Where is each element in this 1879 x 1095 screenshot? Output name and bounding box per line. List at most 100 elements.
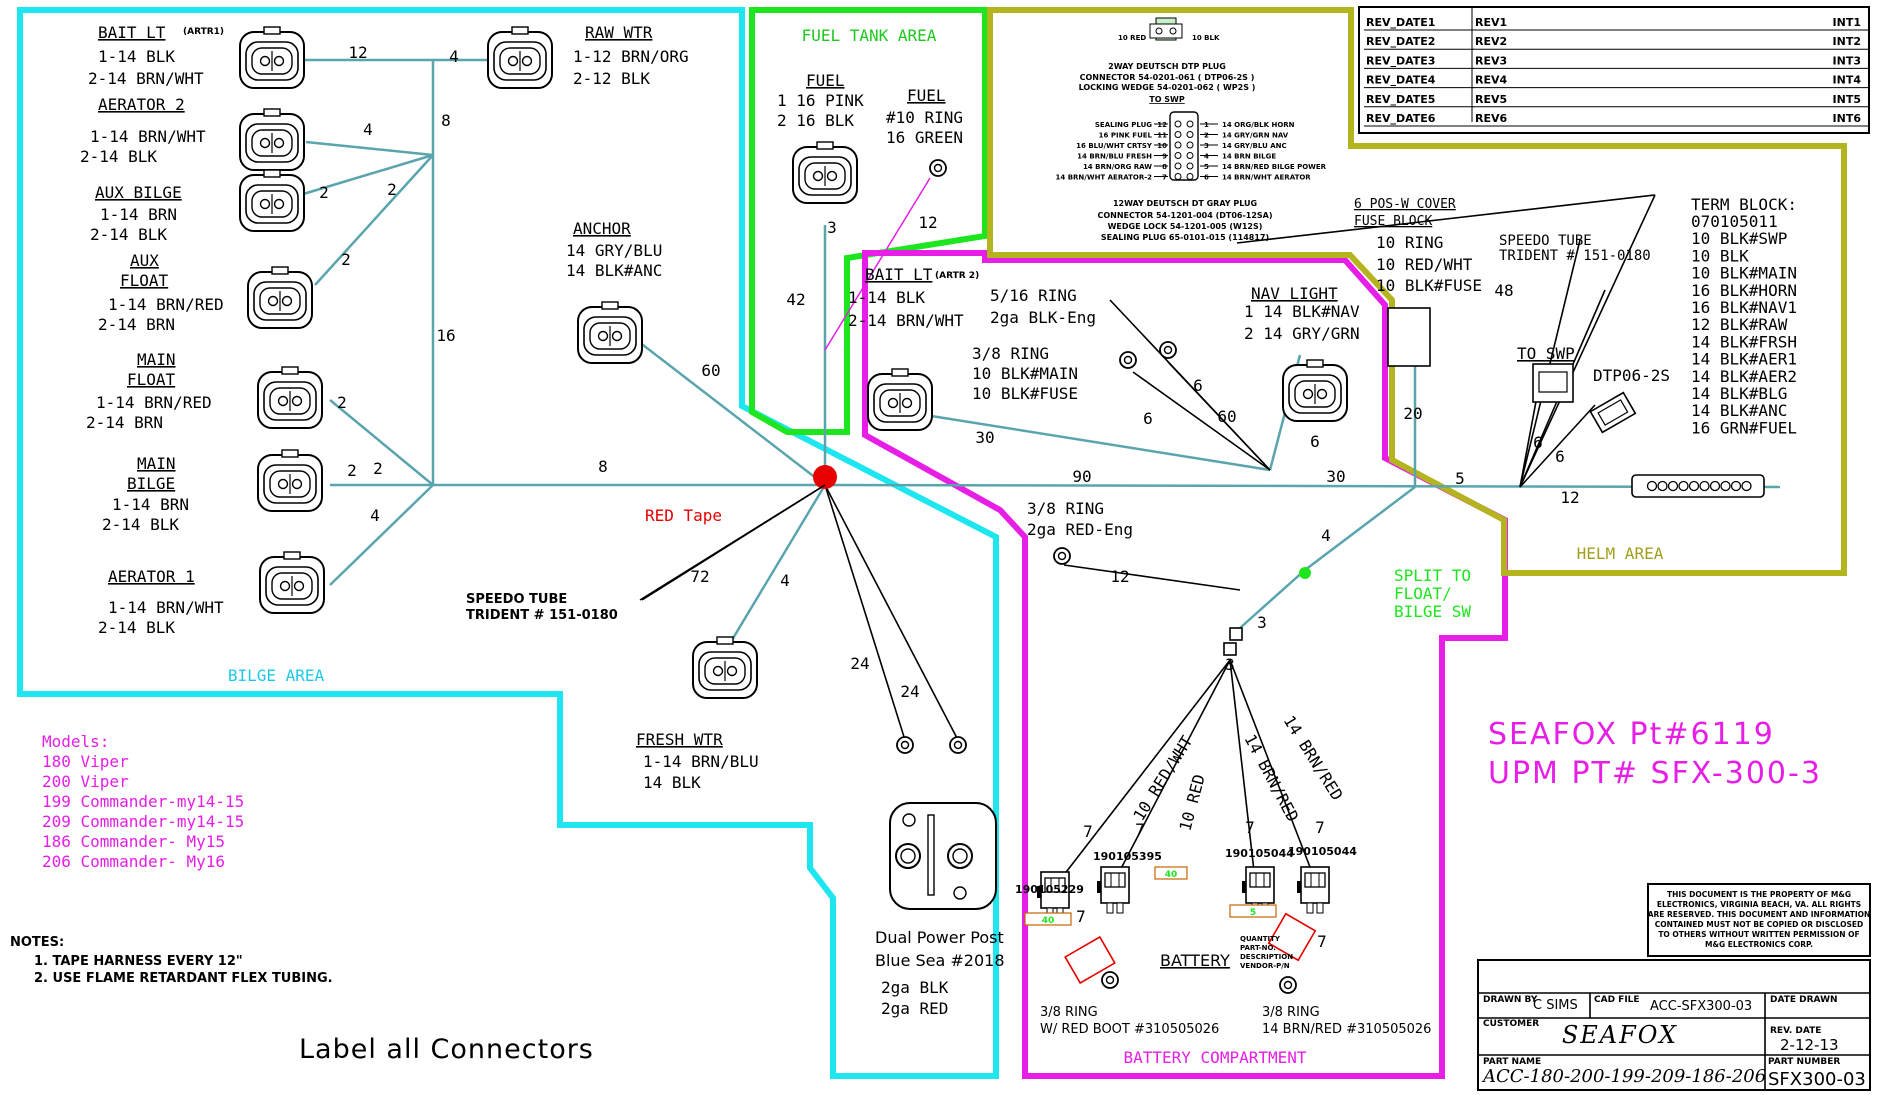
- wire-length: 7: [1076, 907, 1086, 926]
- wire-length: 8: [441, 111, 451, 130]
- fuel-pink-wire: [824, 177, 931, 351]
- dtp-pin-num: 11: [1157, 132, 1167, 140]
- term-block-line: 14 BLK#FRSH: [1691, 332, 1797, 351]
- wire-length: 2: [347, 461, 357, 480]
- speedo-label: SPEEDO TUBE: [466, 592, 567, 607]
- term-block-line: 16 GRN#FUEL: [1691, 418, 1797, 437]
- dtp-pin-num: 12: [1157, 121, 1167, 129]
- term-block-line: 070105011: [1691, 212, 1778, 231]
- dtp-pin-num: 10: [1157, 142, 1167, 150]
- tb-label: CUSTOMER: [1483, 1019, 1539, 1029]
- pin-label: 2-14 BLK: [98, 618, 175, 637]
- wire-length: 3: [1225, 655, 1235, 674]
- rev-initials: INT1: [1833, 16, 1861, 29]
- connector-aerator-2: [239, 108, 305, 171]
- note-item: 2. USE FLAME RETARDANT FLEX TUBING.: [34, 971, 333, 986]
- fuse-amp: 5: [1250, 908, 1256, 918]
- power-post-wire: 2ga BLK: [881, 978, 949, 997]
- pin-label: 2 16 BLK: [777, 111, 854, 130]
- tb-part-name: ACC-180-200-199-209-186-206: [1481, 1066, 1766, 1087]
- ring-38-red-eng: [1053, 547, 1071, 565]
- split-junction: [1229, 627, 1243, 641]
- connector-name: FLOAT: [120, 271, 169, 290]
- wire-length: 4: [1321, 526, 1331, 545]
- bait-area-outline: [862, 250, 1508, 1079]
- connector-name: ANCHOR: [573, 219, 631, 238]
- pin-label: 1 14 BLK#NAV: [1244, 302, 1360, 321]
- split-label: SPLIT TO: [1394, 566, 1471, 585]
- dtp-spec-line: TO SWP: [1149, 95, 1185, 104]
- tb-label: PART NUMBER: [1768, 1057, 1840, 1067]
- fuse-legend: PART-NO.: [1240, 944, 1276, 952]
- ring-label: 3/8 RING: [1027, 499, 1104, 518]
- wire-length: 4: [449, 47, 459, 66]
- model-item: 209 Commander-my14-15: [42, 812, 244, 831]
- connector-aux-float: [247, 266, 313, 329]
- to-swp-label: TO SWP: [1517, 344, 1575, 363]
- dtp06-connector: [1589, 391, 1637, 434]
- fuse-legend: QUANTITY: [1240, 935, 1281, 943]
- connector-name: MAIN: [137, 350, 176, 369]
- connector-name: MAIN: [137, 454, 176, 473]
- pin-label: 1-14 BRN: [100, 205, 177, 224]
- fuse-holder-2: [1096, 866, 1130, 914]
- term-block-line: 14 BLK#BLG: [1691, 384, 1787, 403]
- red-boot: [1064, 935, 1116, 985]
- ring-power-post-1: [896, 736, 914, 754]
- fuse-block-line: 10 RED/WHT: [1376, 255, 1473, 274]
- battery-junction: [1223, 642, 1237, 656]
- pin-label: 1-14 BRN/BLU: [643, 752, 759, 771]
- ring-label: 14 BRN/RED #310505026: [1262, 1022, 1431, 1037]
- model-item: 199 Commander-my14-15: [42, 792, 244, 811]
- rev-date: REV_DATE5: [1366, 93, 1435, 106]
- battery-wire: 14 BRN/RED: [1240, 731, 1302, 825]
- rev-name: REV3: [1475, 54, 1507, 67]
- term-block-line: 12 BLK#RAW: [1691, 315, 1788, 334]
- tb-drawn-by: C SIMS: [1533, 998, 1578, 1013]
- red-tape-label: RED Tape: [645, 506, 722, 525]
- tb-rev-date: 2-12-13: [1780, 1036, 1839, 1054]
- rev-date: REV_DATE4: [1366, 74, 1436, 87]
- connector-nav-light: [1282, 359, 1348, 422]
- split-label: FLOAT/: [1394, 584, 1452, 603]
- tb-customer: SEAFOX: [1562, 1021, 1678, 1049]
- rev-name: REV6: [1475, 112, 1507, 125]
- ring-label: #10 RING: [886, 108, 963, 127]
- term-block-title: TERM BLOCK:: [1691, 195, 1797, 214]
- fuel-tank-area-outline: [749, 7, 988, 435]
- wire-length: 6: [1193, 376, 1203, 395]
- ring-label: 3/8 RING: [972, 344, 1049, 363]
- red-boot: [1267, 912, 1317, 962]
- red-tape-marker: [813, 465, 837, 489]
- rev-date: REV_DATE6: [1366, 112, 1436, 125]
- wire-length: 24: [850, 654, 869, 673]
- wire-length: 42: [786, 290, 805, 309]
- connector-name: BAIT LT: [98, 23, 166, 42]
- pin-label: 1-14 BLK: [98, 47, 175, 66]
- power-post-wire: 2ga RED: [881, 999, 948, 1018]
- ring-main-fuse: [1119, 351, 1137, 369]
- fuse-part-number: 190105044: [1225, 847, 1294, 860]
- speedo-label: TRIDENT # 151-0180: [466, 608, 618, 623]
- wire-length: 6: [1533, 433, 1543, 452]
- dtp-spec-line: LOCKING WEDGE 54-0201-062 ( WP2S ): [1079, 83, 1256, 92]
- dtp-left-label: 14 BRN/WHT AERATOR-2: [1056, 174, 1153, 182]
- ring-power-post-2: [949, 736, 967, 754]
- wire-length: 2: [337, 393, 347, 412]
- connector-name: BILGE: [127, 474, 175, 493]
- connector-name: NAV LIGHT: [1251, 284, 1338, 303]
- dtp-pin-num: 8: [1162, 163, 1167, 171]
- pin-label: 2-14 BRN: [86, 413, 163, 432]
- tb-part-number: SFX300-03: [1768, 1069, 1866, 1090]
- connector-aerator-1: [259, 551, 325, 614]
- ring-label: 5/16 RING: [990, 286, 1077, 305]
- fuse-part-number: 190105395: [1093, 850, 1162, 863]
- wire-length: 4: [780, 571, 790, 590]
- connector-fuel: [792, 141, 858, 204]
- connector-tag: (ARTR 2): [935, 271, 979, 281]
- pin-label: 2-14 BLK: [102, 515, 179, 534]
- connector-name: RAW WTR: [585, 23, 653, 42]
- power-post-label: Dual Power Post: [875, 928, 1004, 947]
- dtp-left-label: 16 PINK FUEL: [1099, 132, 1153, 140]
